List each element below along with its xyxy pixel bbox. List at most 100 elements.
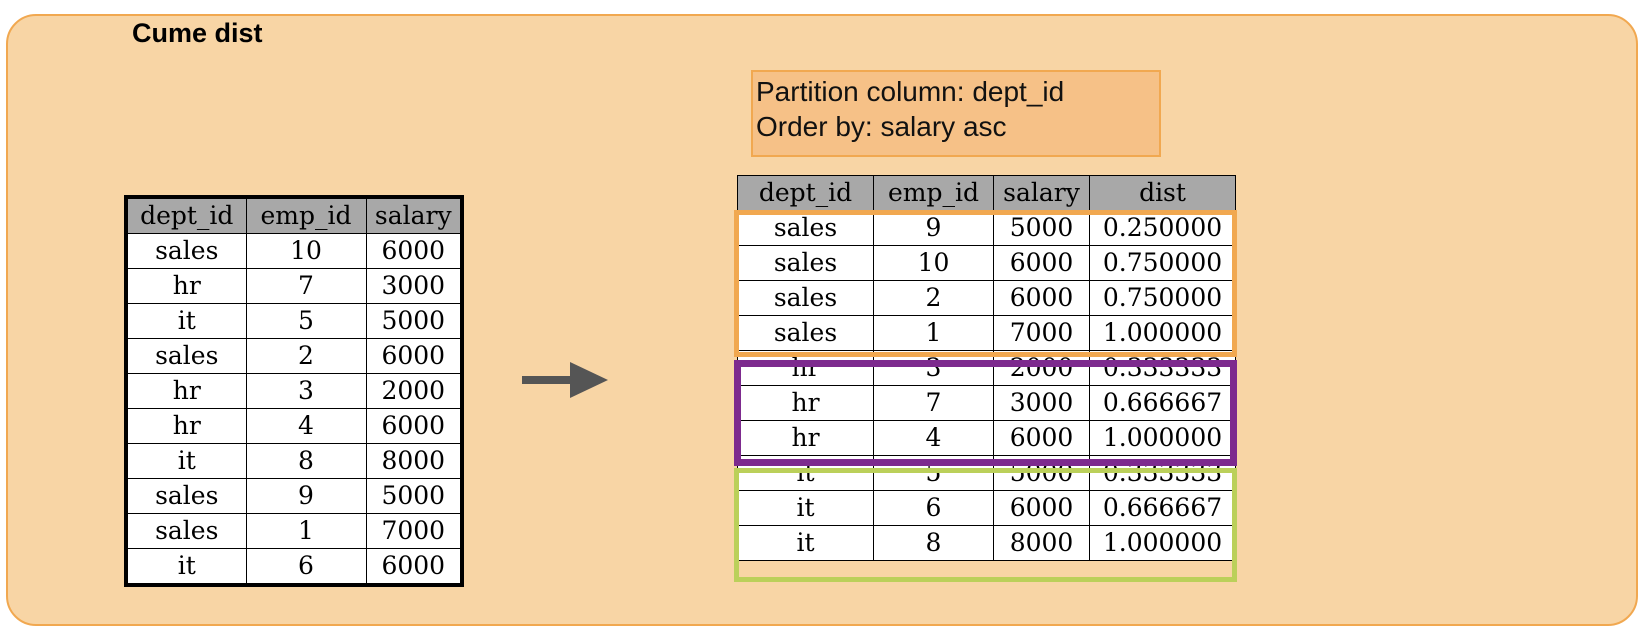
- input-cell: sales: [125, 338, 247, 374]
- output-cell: 8: [873, 525, 994, 561]
- input-cell: 10: [245, 233, 367, 269]
- input-cell: sales: [125, 233, 247, 269]
- input-cell: 2: [245, 338, 367, 374]
- output-cell: 6: [873, 490, 994, 526]
- caption-order-line: Order by: salary asc: [756, 111, 1007, 142]
- partition-caption: Partition column: dept_id Order by: sala…: [751, 70, 1161, 157]
- input-cell: hr: [125, 373, 247, 409]
- output-cell: 2000: [993, 350, 1090, 386]
- input-header-cell: dept_id: [125, 196, 247, 234]
- output-header-row: dept_id emp_id salary dist: [737, 175, 1236, 211]
- input-cell: 3: [245, 373, 367, 409]
- input-cell: 6000: [365, 338, 463, 374]
- output-cell: 5000: [993, 455, 1090, 491]
- input-cell: 8000: [365, 443, 463, 479]
- output-cell: 0.750000: [1089, 280, 1236, 316]
- output-cell: 6000: [993, 280, 1090, 316]
- output-cell: 0.666667: [1089, 385, 1236, 421]
- input-cell: 5: [245, 303, 367, 339]
- input-cell: 6000: [365, 233, 463, 269]
- input-cell: 3000: [365, 268, 463, 304]
- input-cell: sales: [125, 513, 247, 549]
- output-cell: it: [737, 525, 874, 561]
- output-cell: 2: [873, 280, 994, 316]
- output-cell: 1.000000: [1089, 420, 1236, 456]
- input-cell: 6000: [365, 408, 463, 444]
- output-cell: hr: [737, 385, 874, 421]
- input-header-cell: salary: [365, 196, 463, 234]
- input-header-cell: emp_id: [245, 196, 367, 234]
- output-cell: 3000: [993, 385, 1090, 421]
- caption-partition-line: Partition column: dept_id: [756, 76, 1065, 107]
- output-cell: 7000: [993, 315, 1090, 351]
- input-cell: 7000: [365, 513, 463, 549]
- input-cell: sales: [125, 478, 247, 514]
- output-cell: sales: [737, 210, 874, 246]
- input-cell: 7: [245, 268, 367, 304]
- input-cell: 6: [245, 548, 367, 586]
- output-cell: it: [737, 490, 874, 526]
- input-cell: 9: [245, 478, 367, 514]
- output-cell: 10: [873, 245, 994, 281]
- output-header-cell: dist: [1089, 175, 1236, 211]
- output-cell: 6000: [993, 490, 1090, 526]
- output-cell: 0.666667: [1089, 490, 1236, 526]
- output-cell: 0.250000: [1089, 210, 1236, 246]
- input-cell: hr: [125, 408, 247, 444]
- output-cell: hr: [737, 420, 874, 456]
- input-cell: hr: [125, 268, 247, 304]
- output-cell: 4: [873, 420, 994, 456]
- input-cell: 1: [245, 513, 367, 549]
- output-cell: 7: [873, 385, 994, 421]
- output-cell: 0.750000: [1089, 245, 1236, 281]
- output-cell: sales: [737, 280, 874, 316]
- input-cell: 2000: [365, 373, 463, 409]
- output-cell: 5000: [993, 210, 1090, 246]
- input-header-row: dept_id emp_id salary: [125, 196, 463, 234]
- output-cell: 6000: [993, 420, 1090, 456]
- output-cell: it: [737, 455, 874, 491]
- input-cell: 6000: [365, 548, 463, 586]
- input-cell: 8: [245, 443, 367, 479]
- input-cell: 5000: [365, 478, 463, 514]
- output-cell: 6000: [993, 245, 1090, 281]
- output-cell: sales: [737, 315, 874, 351]
- input-cell: 5000: [365, 303, 463, 339]
- output-cell: 1: [873, 315, 994, 351]
- output-cell: 8000: [993, 525, 1090, 561]
- output-cell: 3: [873, 350, 994, 386]
- input-cell: it: [125, 443, 247, 479]
- output-cell: 9: [873, 210, 994, 246]
- output-cell: 1.000000: [1089, 525, 1236, 561]
- output-header-cell: salary: [993, 175, 1090, 211]
- right-arrow-icon: [522, 362, 608, 398]
- output-cell: hr: [737, 350, 874, 386]
- output-header-cell: dept_id: [737, 175, 874, 211]
- output-cell: 1.000000: [1089, 315, 1236, 351]
- input-cell: 4: [245, 408, 367, 444]
- diagram-title: Cume dist: [132, 18, 263, 48]
- input-cell: it: [125, 303, 247, 339]
